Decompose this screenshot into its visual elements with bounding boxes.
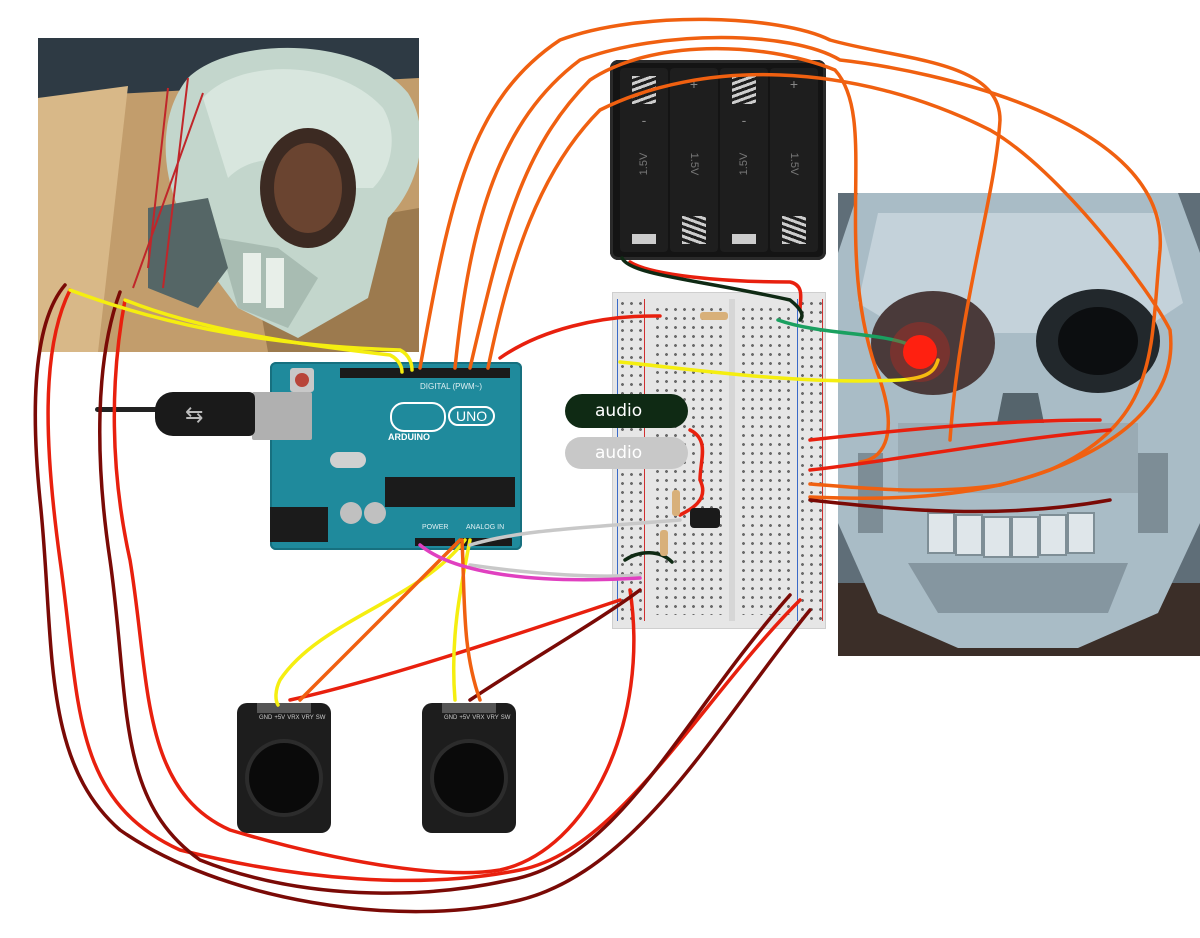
pin-label: VRX [472,715,485,721]
wire-orange [486,72,1173,492]
digital-header-label: DIGITAL (PWM~) [420,382,482,391]
cell-polarity-label: - [641,112,647,128]
cell-contact [732,234,756,244]
wire-dark-green [620,256,804,322]
red-led [903,335,937,369]
wire-dark-red [468,588,642,702]
wire-yellow [123,298,404,374]
wire-orange [468,46,890,464]
resistor [672,490,680,516]
usb-plug [155,392,255,436]
digital-header [340,368,510,378]
joystick-module[interactable]: GND +5V VRX VRY SW [237,703,331,833]
cell-spring-icon [782,216,806,244]
wire-orange [298,538,462,702]
capacitor [364,502,386,524]
wire-dark-red [808,498,1112,514]
crystal [330,452,366,468]
photo-skull-in-box [38,38,419,352]
analog-header-label: ANALOG IN [466,524,505,531]
audio-label-light: audio [565,437,688,469]
wire-red [678,428,705,517]
wire-red [288,598,622,702]
wire-yellow [618,358,940,383]
pin-label: VRY [301,715,314,721]
wire-red [112,298,636,875]
pin-label: VRX [287,715,300,721]
audio-label-dark: audio [565,394,688,428]
arduino-uno-board: DIGITAL (PWM~) ARDUINO UNO POWER ANALOG … [252,362,522,550]
capacitor [340,502,362,524]
wire-yellow [451,538,472,702]
joystick-pin-labels: GND +5V VRX VRY SW [444,715,510,721]
power-header [415,538,455,546]
cell-spring-icon [732,76,756,104]
wire-orange [418,17,1002,442]
arduino-model-label: UNO [448,406,496,426]
joystick-pin-labels: GND +5V VRX VRY SW [259,715,325,721]
wire-grey [468,518,682,547]
joystick-module[interactable]: GND +5V VRX VRY SW [422,703,516,833]
wire-red [628,260,803,312]
power-header-label: POWER [422,524,449,531]
battery-cell: + 1.5V [670,68,718,252]
wire-green [776,318,912,347]
resistor [700,312,728,320]
pin-label: GND [259,715,273,721]
battery-holder: - 1.5V + 1.5V - 1.5V + 1.5V [610,60,826,260]
transistor [690,508,720,528]
cell-polarity-label: + [689,76,699,92]
breadboard-rail-right [797,299,823,621]
wire-dark-red [98,290,792,895]
red-led-glow [890,322,950,382]
reset-button[interactable] [290,368,314,392]
cell-polarity-label: + [789,76,799,92]
usb-cable [95,407,160,412]
usb-port[interactable] [252,392,312,440]
joystick-knob[interactable] [434,743,504,813]
wire-orange [460,538,482,702]
arduino-brand-label: ARDUINO [388,432,430,442]
wire-grey [468,563,642,578]
arduino-logo-icon [390,402,446,432]
usb-icon: ⇆ [185,402,204,427]
wire-magenta [418,543,642,582]
cell-polarity-label: - [741,112,747,128]
pin-label: SW [315,715,326,721]
breadboard-hole-grid-right [739,305,793,615]
cell-spring-icon [682,216,706,244]
pin-label: SW [500,715,511,721]
breadboard-center-channel [729,299,735,621]
pin-label: +5V [459,715,471,721]
wire-orange [453,35,1162,501]
wire-red [498,314,662,360]
atmega-chip [385,477,515,507]
power-jack[interactable] [270,507,328,542]
battery-cell: - 1.5V [720,68,768,252]
wire-yellow [274,538,467,707]
wire-red [46,288,802,883]
wire-dark-red [33,283,812,914]
pin-label: VRY [486,715,499,721]
wire-dark-green [623,551,674,564]
cell-contact [632,234,656,244]
wire-red [808,428,1112,472]
resistor [660,530,668,556]
pin-label: GND [444,715,458,721]
joystick-pin-header [442,703,496,713]
battery-cell: + 1.5V [770,68,818,252]
wire-red [808,418,1102,442]
joystick-pin-header [257,703,311,713]
joystick-knob[interactable] [249,743,319,813]
pin-label: +5V [274,715,286,721]
